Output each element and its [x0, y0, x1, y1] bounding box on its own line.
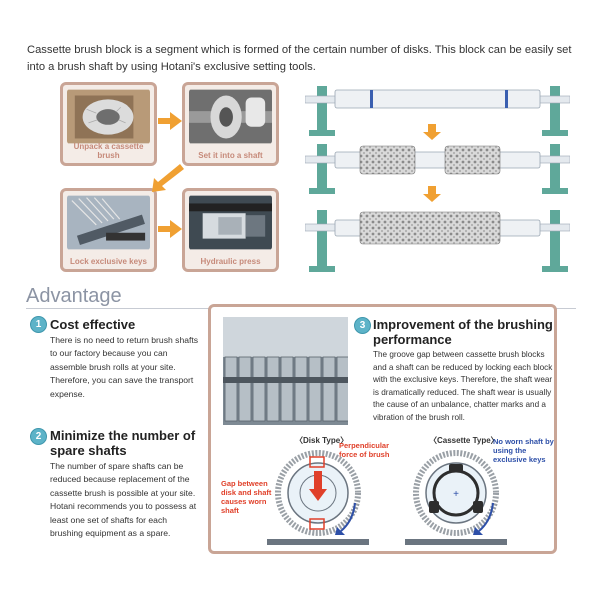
arrow-right-icon [158, 220, 182, 238]
item-title-brushing-performance: Improvement of the brushing performance [373, 317, 553, 347]
arrow-down-icon [423, 124, 441, 140]
item-body-brushing-performance: The groove gap between cassette brush bl… [373, 350, 553, 422]
step-caption: Set it into a shaft [198, 151, 263, 160]
step-hydraulic-press: Hydraulic press [182, 188, 279, 272]
item-body-spare-shafts: The number of spare shafts can be reduce… [50, 461, 197, 539]
arrow-down-icon [423, 186, 441, 202]
step-photo-unpack [67, 89, 150, 144]
step-lock-keys: Lock exclusive keys [60, 188, 157, 272]
svg-text:+: + [453, 489, 459, 500]
item-title-spare-shafts: Minimize the number of spare shafts [50, 428, 196, 458]
intro-text: Cassette brush block is a segment which … [27, 44, 572, 73]
arrow-diagonal-icon [152, 164, 184, 192]
item-body-cost-effective: There is no need to return brush shafts … [50, 335, 199, 399]
step-photo-set-shaft [189, 89, 272, 144]
full-brush-roll [305, 210, 570, 272]
step-caption: Unpack a cassette brush [73, 142, 144, 160]
cassette-type-label: 〈Cassette Type〉 [429, 436, 499, 445]
number-badge-1: 1 [30, 316, 47, 333]
number-badge-2: 2 [30, 428, 47, 445]
cassette-type-diagram: + [413, 450, 499, 536]
advantage-title: Advantage [26, 285, 122, 307]
item-title-cost-effective: Cost effective [50, 317, 136, 332]
step-caption: Lock exclusive keys [70, 257, 147, 266]
disk-type-diagram: + [275, 450, 361, 536]
disk-type-label: 〈Disk Type〉 [295, 436, 349, 445]
step-photo-lock-keys [67, 195, 150, 250]
base-plate-right [405, 539, 507, 545]
number-badge-3: 3 [354, 317, 371, 334]
partial-brush-shaft [305, 144, 570, 194]
step-caption: Hydraulic press [200, 257, 261, 266]
step-photo-hydraulic-press [189, 195, 272, 250]
shaft-assembly-illustration [305, 86, 570, 272]
brushing-performance-box: 3 Improvement of the brushing performanc… [208, 304, 557, 554]
no-worn-shaft-note: No worn shaft by using the exclusive key… [493, 437, 554, 464]
cassette-closeup-photo [223, 317, 348, 425]
base-plate-left [267, 539, 369, 545]
arrow-right-icon [158, 112, 182, 130]
gap-note: Gap between disk and shaft causes worn s… [221, 479, 272, 515]
perpendicular-force-note: Perpendicular force of brush [339, 441, 390, 459]
step-set-shaft: Set it into a shaft [182, 82, 279, 166]
bare-shaft [305, 86, 570, 136]
step-unpack: Unpack a cassette brush [60, 82, 157, 166]
